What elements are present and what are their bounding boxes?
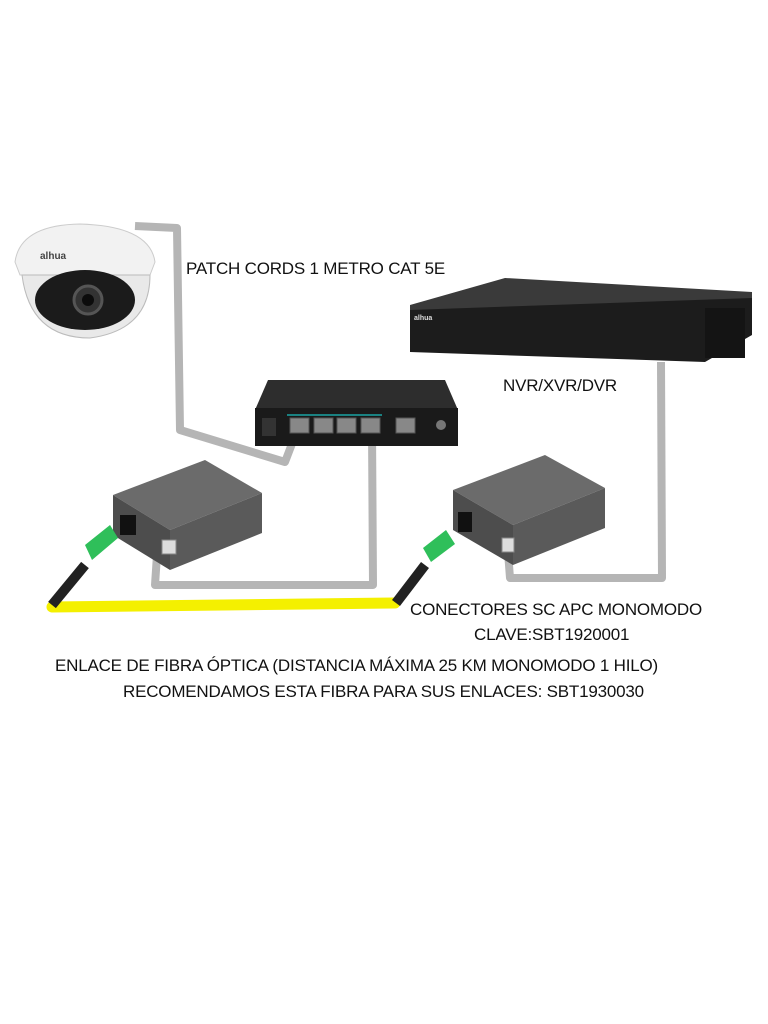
right-media-converter: [453, 455, 605, 565]
patch-cords-label: PATCH CORDS 1 METRO CAT 5E: [186, 259, 445, 278]
recorder-to-right-converter-cord: [504, 361, 666, 582]
camera-patch-cord: [134, 222, 302, 466]
right-sc-connector: [392, 530, 455, 607]
recorder-label: NVR/XVR/DVR: [503, 376, 617, 395]
left-sc-connector: [48, 525, 118, 609]
dome-camera: alhua: [14, 223, 156, 339]
left-media-converter: [113, 460, 262, 570]
fiber-recommendation-label: RECOMENDAMOS ESTA FIBRA PARA SUS ENLACES…: [123, 682, 644, 701]
svg-text:alhua: alhua: [40, 251, 67, 262]
connectors-label: CONECTORES SC APC MONOMODO: [410, 600, 703, 619]
poe-switch: [255, 380, 458, 446]
connectors-code-label: CLAVE:SBT1920001: [474, 625, 630, 644]
fiber-optic-link: [46, 597, 401, 613]
fiber-link-label: ENLACE DE FIBRA ÓPTICA (DISTANCIA MÁXIMA…: [55, 656, 658, 675]
switch-to-left-converter-cord: [151, 427, 377, 589]
svg-text:alhua: alhua: [414, 315, 432, 322]
nvr-recorder: alhua: [410, 278, 752, 362]
